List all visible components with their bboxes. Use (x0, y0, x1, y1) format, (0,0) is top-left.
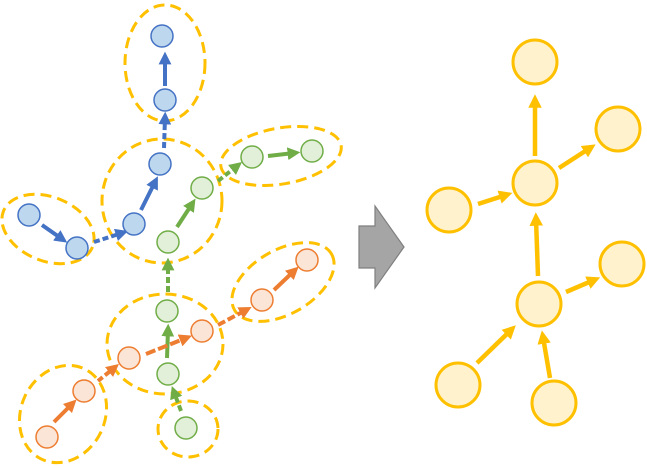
cluster-outlines (0, 3, 343, 465)
coarse-node (511, 38, 559, 86)
green-node (156, 362, 180, 386)
blue-node (122, 212, 146, 236)
blue-edges (40, 51, 172, 244)
green-edges (161, 147, 301, 412)
green-node (300, 139, 324, 163)
green-edge (161, 323, 175, 359)
coarse-node (598, 240, 646, 288)
orange-node (117, 346, 141, 370)
right-arrow-icon (358, 204, 405, 290)
coarse-node (425, 186, 473, 234)
green-edge (216, 162, 243, 183)
orange-node (295, 248, 319, 272)
coarse-edge (529, 212, 543, 277)
blue-edge (40, 223, 68, 243)
cluster-outline-upper-right (219, 124, 343, 188)
cluster-outline-bottom (156, 399, 220, 459)
orange-nodes (35, 248, 319, 449)
cluster-outline-left (0, 192, 96, 266)
orange-edge (96, 363, 119, 383)
cluster-outline-right (230, 241, 336, 323)
orange-edge (52, 399, 77, 424)
blue-node (17, 203, 41, 227)
orange-edge (217, 306, 252, 327)
orange-node (250, 288, 274, 312)
coarse-graph-edges (475, 94, 601, 379)
cluster-outline-middle (105, 292, 225, 396)
orange-edges (52, 266, 299, 424)
coarse-node (594, 105, 642, 153)
green-node (174, 416, 198, 440)
green-node (190, 176, 214, 200)
coarse-edge (477, 190, 513, 207)
coarse-edge (557, 144, 596, 170)
orange-edge (272, 266, 299, 292)
coarse-node (511, 159, 559, 207)
green-node (155, 299, 179, 323)
green-nodes (155, 139, 324, 440)
blue-edge (158, 111, 172, 149)
coarse-edge (475, 325, 516, 365)
green-edge (175, 198, 196, 229)
blue-node (65, 236, 89, 260)
coarse-node (530, 379, 578, 427)
orange-edge (145, 334, 192, 356)
coarse-edge (537, 330, 553, 379)
blue-node (148, 152, 172, 176)
cluster-outline-bottom-left (17, 363, 109, 465)
green-edge (267, 147, 301, 161)
coarse-edge (565, 276, 601, 295)
green-edge (170, 385, 183, 412)
blue-edge (139, 176, 158, 211)
orange-node (72, 379, 96, 403)
blue-edge (93, 228, 129, 244)
orange-node (35, 425, 59, 449)
coarse-node (434, 361, 482, 409)
green-node (156, 230, 180, 254)
blue-node (150, 24, 174, 48)
green-node (240, 145, 264, 169)
coarse-node (515, 280, 563, 328)
coarse-graph-nodes (425, 38, 646, 427)
orange-node (190, 319, 214, 343)
blue-nodes (17, 24, 177, 260)
blue-node (153, 88, 177, 112)
